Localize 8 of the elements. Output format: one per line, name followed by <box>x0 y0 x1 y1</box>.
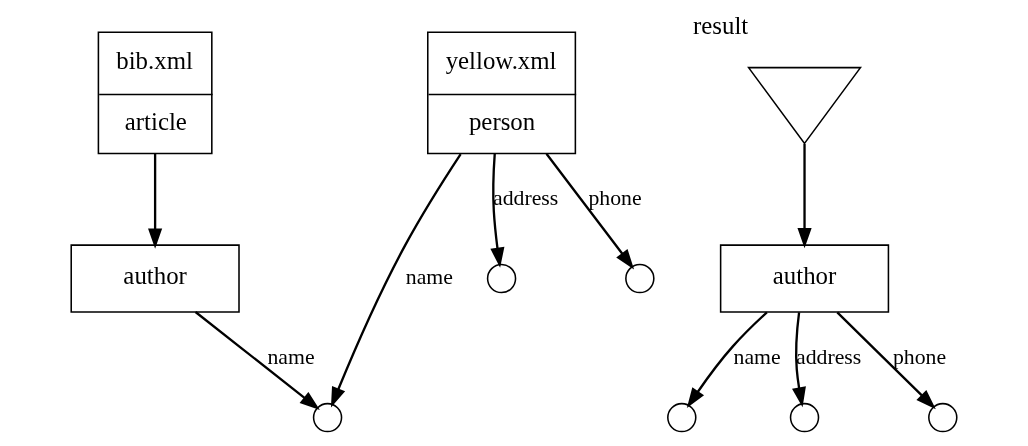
edge-label: address <box>795 344 862 369</box>
edge-label: address <box>493 186 559 211</box>
node-label: result <box>693 12 749 40</box>
edge-label: phone <box>588 186 642 211</box>
edge-label: phone <box>892 344 947 369</box>
edge-label: name <box>405 265 453 290</box>
edge-label: name <box>267 344 315 369</box>
edge-label: name <box>733 344 781 369</box>
